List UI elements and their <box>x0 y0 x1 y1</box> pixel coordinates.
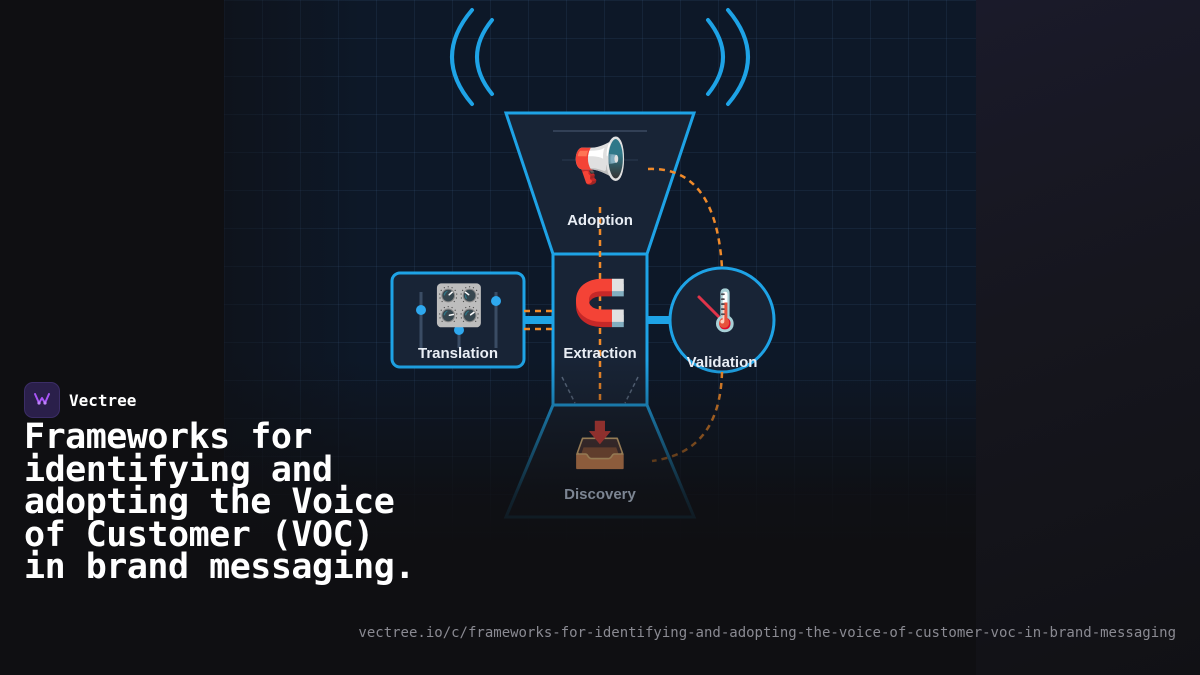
page-title: Frameworks for identifying and adopting … <box>24 417 415 587</box>
background-gradient-right <box>976 0 1200 675</box>
control-knobs-icon: 🎛️ <box>434 283 484 329</box>
validation-connector <box>646 316 672 324</box>
adoption-label: Adoption <box>567 212 633 229</box>
translation-connector <box>524 316 554 324</box>
megaphone-icon: 📢 <box>572 136 628 187</box>
diagram-bottom-fade <box>224 360 976 550</box>
right-sound-waves <box>706 8 750 106</box>
page-url: vectree.io/c/frameworks-for-identifying-… <box>358 625 1176 641</box>
thermometer-icon: 🌡️ <box>700 288 750 334</box>
left-sound-waves <box>450 8 494 106</box>
magnet-icon: 🧲 <box>572 278 628 329</box>
translation-label: Translation <box>417 345 499 362</box>
brand-name: Vectree <box>69 390 137 410</box>
validation-label: Validation <box>686 354 758 371</box>
brand: Vectree <box>24 382 136 418</box>
vectree-logo-icon <box>24 382 60 418</box>
inbox-tray-icon: 📥 <box>572 420 628 471</box>
discovery-label: Discovery <box>564 486 636 503</box>
extraction-label: Extraction <box>563 345 637 362</box>
